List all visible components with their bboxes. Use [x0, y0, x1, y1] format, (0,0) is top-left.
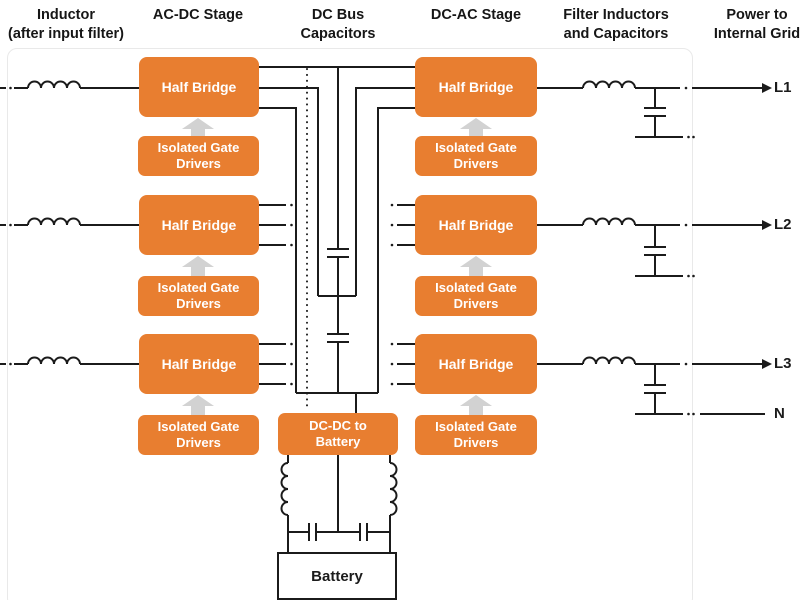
output-label-l1: L1 [774, 79, 792, 96]
coil-icon [582, 80, 636, 89]
header-line: DC Bus [311, 7, 365, 23]
header-line: (after input filter) [8, 26, 124, 42]
half-bridge-box-dcac-2: Half Bridge [415, 195, 537, 255]
bus-stubs-left [259, 203, 293, 386]
gate-driver-label: Isolated Gate [157, 279, 240, 295]
input-inductor-row-1 [0, 80, 139, 90]
parallel-plates-icon [644, 246, 666, 256]
header-line: DC-AC Stage [430, 7, 522, 23]
input-inductor-row-3 [0, 356, 139, 366]
header-line: AC-DC Stage [152, 7, 244, 23]
gate-driver-label: Drivers [176, 296, 221, 311]
block-arrow-up-icon [460, 395, 492, 416]
column-header-acdc: AC-DC Stage [128, 6, 268, 25]
block-arrow-up-icon [182, 256, 214, 277]
gate-driver-label: Isolated Gate [435, 139, 517, 155]
half-bridge-label: Half Bridge [438, 356, 514, 372]
block-arrow-up-icon [460, 256, 492, 277]
coil-icon [27, 217, 81, 226]
column-header-inductor: Inductor (after input filter) [0, 6, 132, 44]
arrow-right-icon [762, 220, 772, 230]
half-bridge-box-dcac-3: Half Bridge [415, 334, 537, 394]
half-bridge-box-dcac-1: Half Bridge [415, 57, 537, 117]
column-header-dcac: DC-AC Stage [406, 6, 546, 25]
input-inductor-row-2 [0, 217, 139, 227]
header-line: Filter Inductors [563, 7, 669, 23]
parallel-plates-icon [327, 248, 349, 258]
parallel-plates-icon [644, 107, 666, 117]
gate-driver-label: Isolated Gate [157, 139, 240, 155]
dc-bus-rails [259, 66, 415, 413]
dcdc-label: DC-DC to [309, 417, 367, 433]
output-label-l2: L2 [774, 216, 792, 233]
header-line: Power to [726, 7, 788, 23]
coil-icon [582, 217, 636, 226]
block-arrow-up-icon [460, 118, 492, 137]
header-line: Capacitors [300, 26, 376, 42]
column-header-filter: Filter Inductors and Capacitors [544, 6, 688, 44]
coil-icon [389, 462, 398, 516]
block-arrow-up-icon [182, 395, 214, 416]
column-header-grid: Power to Internal Grid [700, 6, 800, 44]
half-bridge-box-acdc-3: Half Bridge [139, 334, 259, 394]
half-bridge-label: Half Bridge [161, 79, 237, 95]
gate-driver-label: Drivers [453, 156, 499, 171]
half-bridge-label: Half Bridge [161, 217, 237, 233]
header-line: Internal Grid [713, 26, 800, 42]
parallel-plates-icon [327, 333, 349, 343]
half-bridge-label: Half Bridge [438, 217, 514, 233]
battery-box: Battery [277, 552, 397, 600]
gate-drive-arrows [182, 118, 492, 416]
half-bridge-box-acdc-1: Half Bridge [139, 57, 259, 117]
gate-driver-label: Drivers [176, 156, 221, 171]
parallel-plates-icon [644, 384, 666, 394]
arrow-right-icon [762, 359, 772, 369]
block-arrow-up-icon [182, 118, 214, 137]
coil-icon [27, 356, 81, 365]
coil-icon [280, 462, 289, 516]
output-filter-row-3 [537, 356, 772, 416]
coil-icon [27, 80, 81, 89]
gate-driver-label: Drivers [176, 435, 221, 450]
half-bridge-label: Half Bridge [161, 356, 237, 372]
half-bridge-label: Half Bridge [438, 79, 514, 95]
output-filter-row-1 [537, 80, 772, 139]
dc-bus-capacitor-2 [327, 333, 349, 343]
battery-link [280, 455, 398, 553]
gate-driver-label: Isolated Gate [435, 279, 517, 295]
battery-label: Battery [311, 567, 363, 585]
arrow-right-icon [762, 83, 772, 93]
output-label-l3: L3 [774, 355, 792, 372]
coil-icon [582, 356, 636, 365]
column-header-dcbus: DC Bus Capacitors [272, 6, 404, 44]
dcdc-label: Battery [315, 434, 361, 449]
gate-driver-label: Drivers [453, 296, 499, 311]
half-bridge-box-acdc-2: Half Bridge [139, 195, 259, 255]
diagram-panel-border [7, 48, 693, 600]
output-filter-row-2 [537, 217, 772, 278]
parallel-plates-icon [308, 523, 317, 541]
gate-driver-label: Drivers [453, 435, 499, 450]
header-line: and Capacitors [563, 26, 669, 42]
dc-bus-capacitor-1 [327, 248, 349, 258]
output-label-n: N [774, 405, 785, 422]
header-line: Inductor [37, 7, 95, 23]
gate-driver-label: Isolated Gate [157, 418, 240, 434]
bus-stubs-right [390, 203, 415, 386]
gate-driver-label: Isolated Gate [435, 418, 517, 434]
parallel-plates-icon [359, 523, 368, 541]
